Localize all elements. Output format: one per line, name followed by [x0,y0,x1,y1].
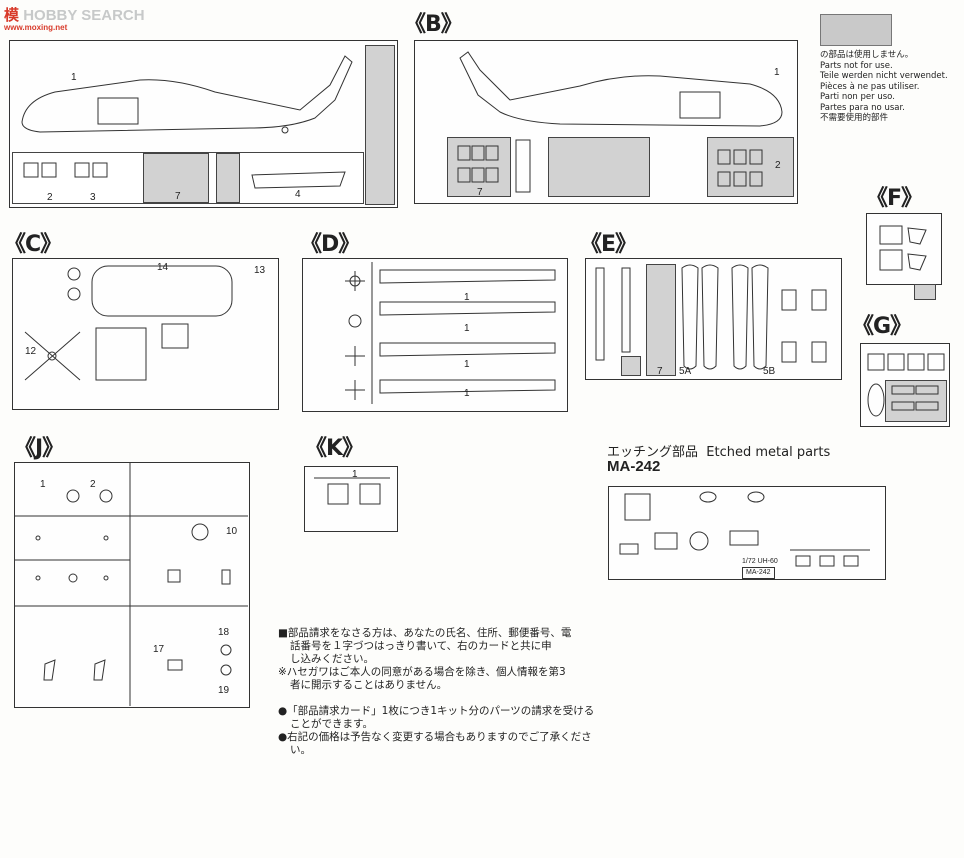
part-number: 5A [679,366,692,377]
sprue-d-frame [302,258,568,412]
hobby-search-watermark: 模 HOBBY SEARCH www.moxing.net [4,4,145,32]
fuselage-b-drawing [459,51,783,127]
part-number: 7 [657,366,663,377]
part-number: 17 [153,644,165,655]
section-label-f: 《F》 [866,186,923,211]
sprue-e-gray-bar [646,264,676,376]
watermark-text: HOBBY SEARCH [23,7,145,24]
sprue-j-frame [14,462,250,708]
rotor-blade-drawing [379,269,556,284]
part-number: 1 [464,388,470,399]
part-number: 3 [90,192,96,203]
sprue-f-frame [866,213,942,285]
sprue-k-frame [304,466,398,532]
part-number: 1 [40,479,46,490]
sprue-f-gray-tab [914,284,936,300]
part-number: 18 [218,627,230,638]
sprue-a-gray-cell-2 [216,153,240,203]
note-line: い。 [290,744,311,756]
part-number: 14 [157,262,169,273]
note-line: し込みください。 [290,653,374,665]
sprue-a-gray-cell [143,153,209,203]
section-label-b: 《B》 [404,12,463,37]
etched-plate-text: 1/72 UH-60 [742,558,778,565]
part-number: 1 [464,323,470,334]
watermark-logo: 模 [4,7,20,24]
not-for-use-swatch [820,14,892,46]
part-number: 1 [774,67,780,78]
section-label-e: 《E》 [580,232,637,257]
part-number: 19 [218,685,230,696]
section-label-g: 《G》 [852,314,912,339]
section-label-k: 《K》 [305,436,364,461]
note-line: ※ハセガワはご本人の同意がある場合を除き、個人情報を第3 [278,666,566,678]
sprue-b-gray-mid [548,137,650,197]
etched-plate-frame [608,486,886,580]
part-number: 2 [775,160,781,171]
etched-title: エッチング部品 Etched metal parts [607,441,830,460]
sprue-e-gray-small [621,356,641,376]
section-label-d: 《D》 [300,232,360,257]
note-line: ●「部品請求カード」1枚につき1キット分のパーツの請求を受ける [278,705,595,717]
note-line: 者に開示することはありません。 [290,679,448,691]
part-number: 1 [464,359,470,370]
part-number: 5B [763,366,776,377]
parts-request-notes: ■部品請求をなさる方は、あなたの氏名、住所、郵便番号、電 話番号を１字づつはっき… [278,627,608,757]
part-number: 2 [90,479,96,490]
part-number: 7 [175,191,181,202]
part-number: 4 [295,189,301,200]
note-line: ●右記の価格は予告なく変更する場合もありますのでご了承くださ [278,731,592,743]
part-number: 10 [226,526,238,537]
note-line: 話番号を１字づつはっきり書いて、右のカードと共に申 [290,640,552,652]
note-line: ■部品請求をなさる方は、あなたの氏名、住所、郵便番号、電 [278,627,572,639]
part-number: 1 [71,72,77,83]
part-number: 7 [477,187,483,198]
etched-title-jp: エッチング部品 [607,445,699,460]
etched-code: MA-242 [607,458,661,475]
section-label-c: 《C》 [4,232,62,257]
part-number: 2 [47,192,53,203]
part-number: 1 [464,292,470,303]
note-line: ことができます。 [290,718,373,730]
sprue-b-gray-right [707,137,794,197]
watermark-url: www.moxing.net [4,23,68,32]
part-number: 1 [352,469,358,480]
part-number: 13 [254,265,266,276]
part-number: 12 [25,346,37,357]
etched-title-en: Etched metal parts [706,445,831,460]
section-label-j: 《J》 [14,436,64,461]
fuselage-a-drawing [21,55,353,133]
sprue-a-right-column [365,45,395,205]
etched-plate-code: MA-242 [742,567,775,579]
not-for-use-legend: の部品は使用しません。 Parts not for use. Teile wer… [820,50,948,123]
